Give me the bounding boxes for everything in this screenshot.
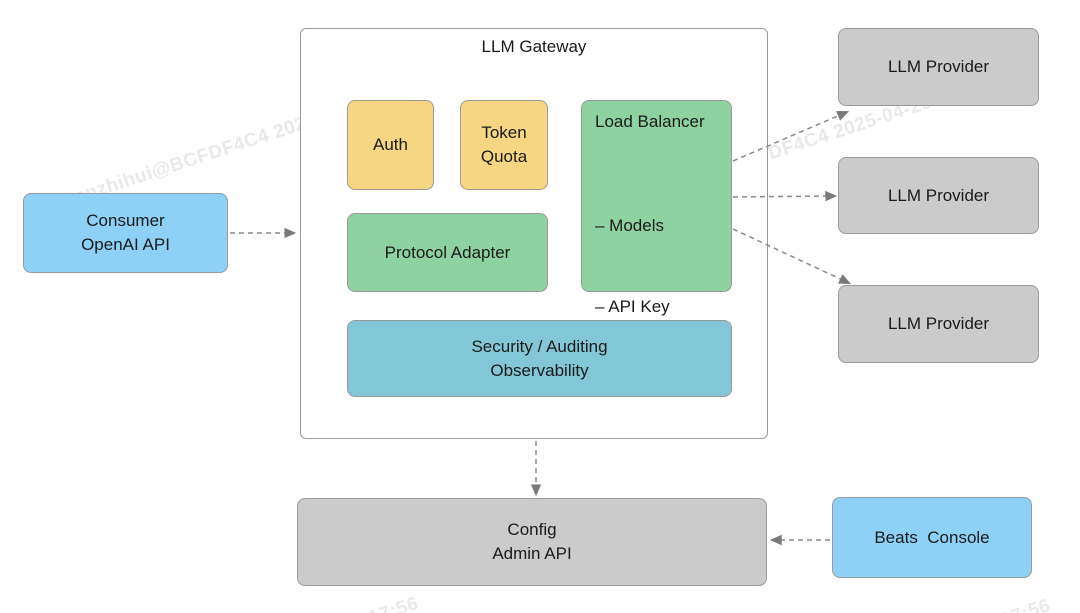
security-auditing-observability-node: Security / Auditing Observability [347, 320, 732, 397]
protocol-adapter-node: Protocol Adapter [347, 213, 548, 292]
consumer-openai-api-node: Consumer OpenAI API [23, 193, 228, 273]
llm-provider-node-2: LLM Provider [838, 157, 1039, 234]
load-balancer-item-models: – Models [595, 216, 664, 235]
watermark-text: chenzhihui@BCFDF4C4 2025-04-29 15:17:56 [15, 593, 422, 613]
config-admin-api-node: Config Admin API [297, 498, 767, 586]
security-auditing-observability-label: Security / Auditing Observability [471, 336, 608, 380]
beats-console-label: Beats Console [874, 527, 990, 547]
llm-provider-label-2: LLM Provider [887, 185, 990, 205]
llm-provider-node-3: LLM Provider [838, 285, 1039, 363]
llm-provider-label-3: LLM Provider [887, 314, 990, 333]
llm-gateway-title: LLM Gateway [481, 37, 587, 56]
consumer-openai-api-label: Consumer OpenAI API [81, 211, 170, 254]
config-admin-api-label: Config Admin API [492, 520, 572, 563]
auth-label: Auth [373, 135, 408, 154]
beats-console-node: Beats Console [832, 497, 1032, 578]
auth-node: Auth [347, 100, 434, 190]
protocol-adapter-label: Protocol Adapter [384, 242, 511, 262]
token-quota-node: Token Quota [460, 100, 548, 190]
llm-provider-label-1: LLM Provider [887, 57, 990, 76]
token-quota-label: Token Quota [480, 123, 528, 166]
load-balancer-title: Load Balancer [595, 112, 705, 131]
load-balancer-item-api-key: – API Key [595, 297, 670, 316]
load-balancer-node: Load Balancer – Models – API Key – Provi… [581, 100, 732, 397]
llm-provider-node-1: LLM Provider [838, 28, 1039, 106]
watermark-text: chenzhihui@BCFDF4C4 2025-04-29 15:17:56 [647, 595, 1054, 613]
